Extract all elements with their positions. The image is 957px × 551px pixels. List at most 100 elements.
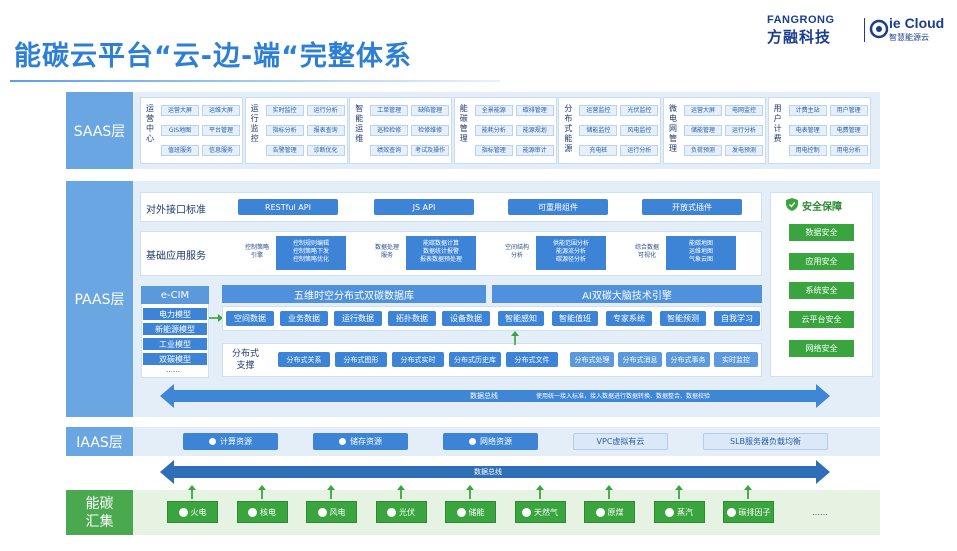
saas-module-item: 运行分析 — [620, 145, 659, 156]
shield-icon — [786, 198, 798, 211]
energy-source-icon — [726, 507, 736, 517]
dist-item: 分布式图形 — [335, 352, 387, 367]
energy-source-label: 储能 — [468, 507, 485, 517]
energy-source-icon — [522, 507, 531, 517]
energy-source-label: 光伏 — [399, 507, 415, 517]
energy-source-label: 核电 — [260, 507, 276, 517]
fangrong-logo-cn: 方融科技 — [767, 28, 832, 46]
iaas-item: SLB服务器负载均衡 — [703, 433, 828, 450]
saas-module-card: 用户计费计费主站用户管理电表管理电费管理用电控制用电分析 — [767, 97, 871, 164]
ai-engine-item: 专家系统 — [606, 311, 652, 326]
saas-module-item: 运营大屏 — [161, 105, 199, 116]
iaas-item-icon — [209, 438, 216, 445]
saas-module-item: 用电分析 — [829, 145, 868, 156]
security-item: 数据安全 — [789, 224, 854, 241]
basic-group-name: 控制策略 引擎 — [244, 244, 269, 259]
saas-module-item: 告警管理 — [265, 145, 304, 156]
arrow-up-icon — [396, 485, 405, 499]
fangrong-logo-en: FANGRONG — [767, 14, 835, 26]
saas-module-card: 微电网管理运营大屏电网监控储能管理运行分析负荷预测发电预测 — [663, 97, 766, 164]
energy-source-item: 碳排因子 — [723, 501, 774, 523]
iaas-item-label: 网络资源 — [480, 437, 512, 446]
arrow-right-icon — [209, 314, 223, 322]
saas-module-item: 指标管理 — [474, 145, 513, 156]
page-title: 能碳云平台“云-边-端“完整体系 — [14, 41, 412, 72]
saas-module-item: 巡检检修 — [370, 125, 409, 136]
database-item: 设备数据 — [442, 311, 490, 326]
saas-module-card: 运行监控实时监控运行分析指标分析报表查询告警管理诊断优化 — [244, 97, 348, 164]
cloud-logo-icon — [869, 19, 889, 39]
saas-layer-label: SAAS层 — [66, 92, 133, 169]
energy-source-item: 储能 — [445, 501, 496, 523]
basic-group-name: 数据处理 服务 — [374, 244, 399, 259]
database-item: 运行数据 — [334, 311, 382, 326]
saas-module-item: 电表管理 — [788, 125, 827, 136]
cim-item-newenergy: 新能源模型 — [143, 323, 207, 335]
basic-group-block: 供能范围分析 能源流分析 碳源径分析 — [536, 236, 606, 270]
api-item-js: JS API — [374, 199, 474, 215]
arrow-up-icon — [605, 485, 613, 499]
cim-item-carbon: 双碳模型 — [143, 353, 207, 365]
data-bus-2-label: 数据总线 — [474, 468, 502, 476]
saas-module-item: 考试及操作 — [411, 145, 450, 156]
database-item: 拓扑数据 — [388, 311, 436, 326]
security-item: 云平台安全 — [789, 311, 854, 328]
saas-module-item: 能源审计 — [515, 145, 554, 156]
arrow-up-icon — [188, 485, 196, 499]
basic-row-label: 基础应用服务 — [146, 251, 206, 262]
saas-module-item: 全景能源 — [474, 105, 513, 116]
saas-module-item: 信息服务 — [202, 145, 240, 156]
saas-module-item: 值班服务 — [161, 145, 199, 156]
iecloud-logo-en: ie Cloud — [889, 15, 945, 31]
saas-module-item: 能源规划 — [515, 125, 554, 136]
energy-source-icon — [248, 507, 257, 517]
dist-item: 分布式实时 — [392, 352, 444, 367]
energy-source-icon — [317, 507, 327, 517]
arrow-up-icon — [535, 485, 544, 499]
saas-module-item: 实时监控 — [265, 105, 304, 116]
energy-source-icon — [387, 507, 396, 517]
energy-source-item: 核电 — [236, 501, 288, 523]
saas-module-item: 缺陷管理 — [411, 105, 450, 116]
saas-module-item: 计费主站 — [788, 105, 827, 116]
ai-engine-item: 自我学习 — [714, 311, 760, 326]
saas-module-item: 运营监控 — [579, 105, 618, 116]
energy-source-item: 蒸汽 — [653, 501, 705, 523]
saas-module-item: 报表查询 — [306, 125, 345, 136]
saas-module-item: 用电控制 — [788, 145, 827, 156]
data-bus-desc: 使用统一接入标准，接入数据进行数据转换、数据整合、数据校验 — [536, 393, 711, 400]
security-item: 系统安全 — [789, 282, 854, 299]
energy-source-icon — [178, 507, 188, 517]
dist-item: 分布式事务 — [666, 352, 710, 367]
dist-item: 分布式处理 — [570, 352, 614, 367]
saas-module-item: 碳排管理 — [515, 105, 554, 116]
basic-group-block: 能碳数据计算 数据统计报警 报表数据预处理 — [406, 236, 476, 270]
api-item-plugins: 开放式插件 — [642, 199, 742, 215]
database-item: 空间数据 — [226, 311, 274, 326]
ai-engine-item: 智能值班 — [552, 311, 598, 326]
energy-source-label: 碳排因子 — [738, 507, 771, 517]
iecloud-logo-cn: 智慧能源云 — [889, 33, 929, 42]
saas-module-item: 运营大屏 — [684, 105, 722, 116]
energy-source-label: 原煤 — [607, 507, 624, 517]
saas-module-item: 储能监控 — [579, 125, 618, 136]
basic-group-block: 控制规则编辑 控制策略下发 控制策略优化 — [276, 236, 346, 270]
dist-item: 分布式消息 — [618, 352, 662, 367]
energy-source-icon — [595, 507, 605, 517]
saas-module-name: 分布式能源 — [564, 104, 573, 153]
arrow-up-icon — [744, 485, 752, 499]
data-bus-label: 数据总线 — [470, 392, 498, 400]
api-item-components: 可重用组件 — [508, 199, 608, 215]
saas-module-card: 分布式能源运营监控光伏监控储能监控风电监控充电桩运行分析 — [558, 97, 662, 164]
saas-module-item: 运行分析 — [306, 105, 345, 116]
iaas-item-icon — [469, 438, 476, 445]
saas-module-item: 能耗分析 — [474, 125, 513, 136]
arrow-up-icon — [466, 485, 474, 499]
arrow-up-icon — [327, 485, 335, 499]
saas-module-item: 电费管理 — [829, 125, 868, 136]
iaas-item-label: 储存资源 — [350, 437, 382, 446]
energy-source-item: 光伏 — [375, 501, 427, 523]
saas-module-item: 风电监控 — [620, 125, 659, 136]
saas-module-item: 绩效查询 — [370, 145, 409, 156]
saas-module-name: 运行监控 — [250, 104, 259, 143]
